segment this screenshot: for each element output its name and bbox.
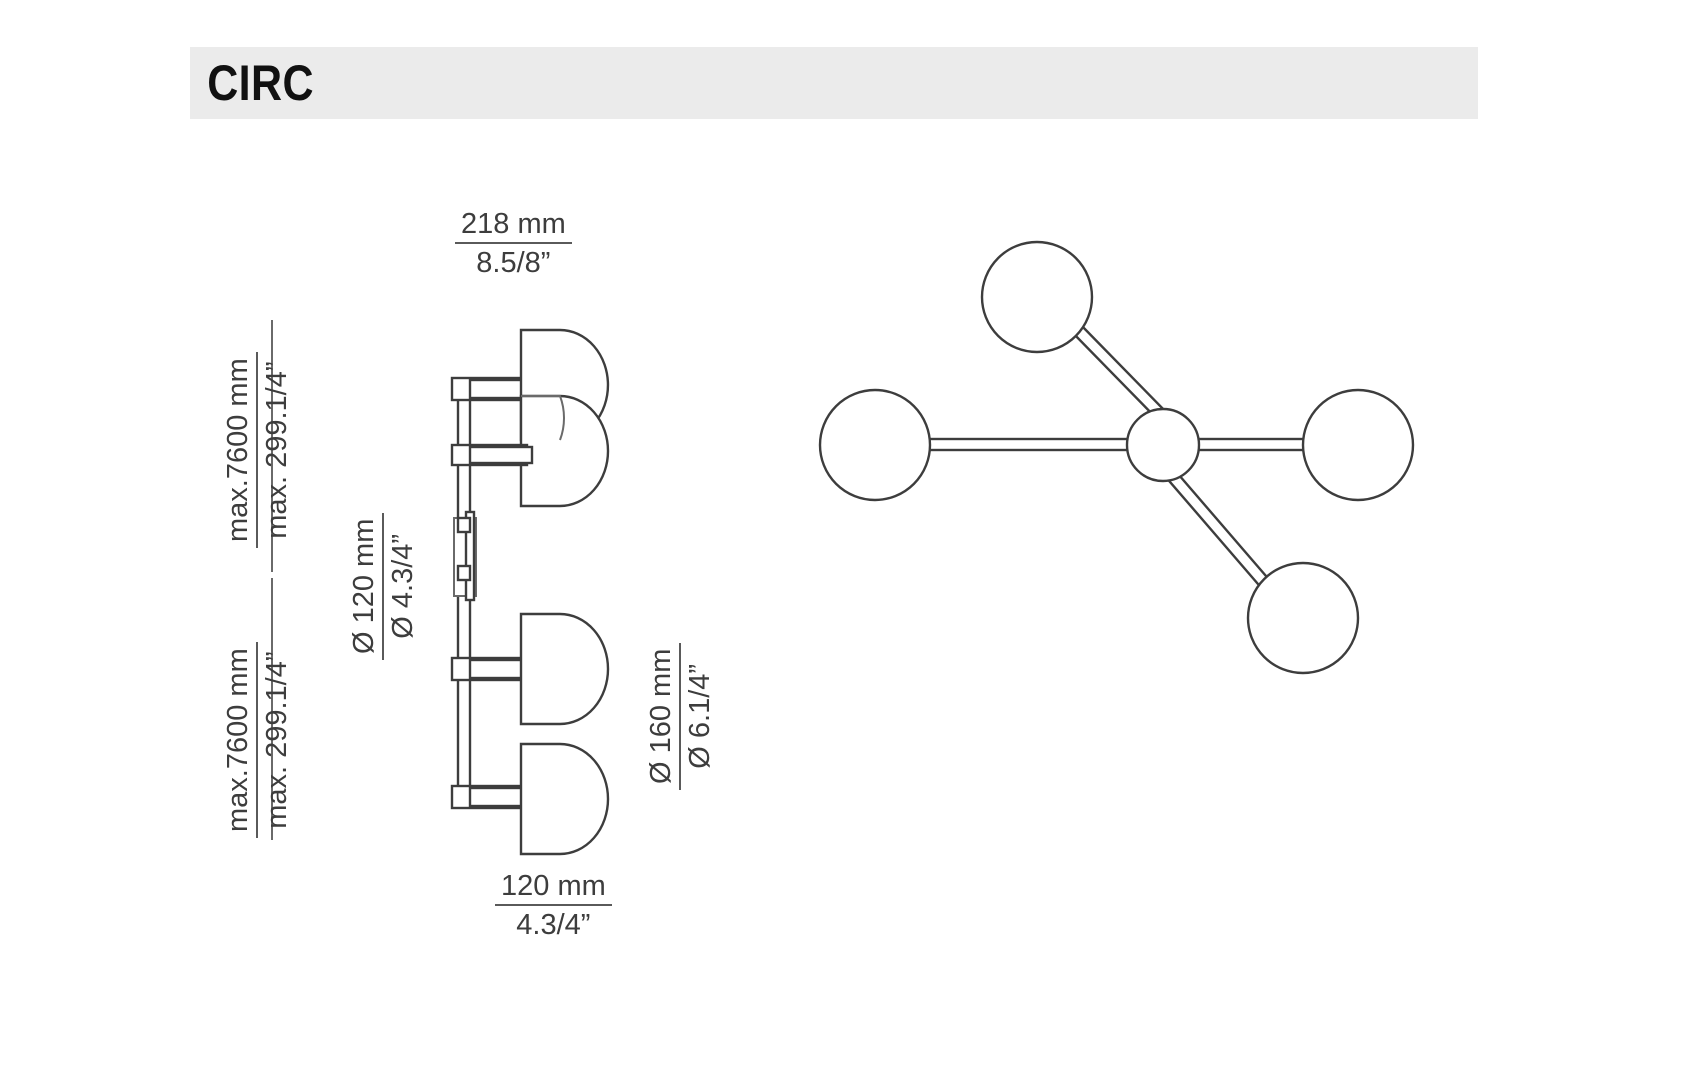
shade-third	[519, 612, 610, 726]
plan-view-group	[818, 240, 1415, 675]
dimension-metric: 120 mm	[495, 870, 612, 907]
dimension-metric: Ø 120 mm	[348, 512, 385, 660]
page-title: CIRC	[207, 55, 315, 111]
dimension-imperial: max. 299.1/4”	[261, 651, 294, 829]
dimension-metric: 218 mm	[455, 208, 572, 245]
shade-bottom	[519, 742, 610, 856]
arm-to-left-sphere	[919, 437, 1135, 452]
dimension-imperial: Ø 6.1/4”	[684, 663, 717, 769]
sphere-top	[980, 240, 1094, 354]
dimension-height-lower: max.7600 mm max. 299.1/4”	[222, 642, 294, 838]
dimension-width-top: 218 mm 8.5/8”	[455, 208, 572, 280]
arm-second	[450, 443, 534, 467]
dimension-imperial: 8.5/8”	[476, 247, 551, 280]
dimension-imperial: 4.3/4”	[516, 909, 591, 942]
dimension-diameter-160: Ø 160 mm Ø 6.1/4”	[645, 642, 717, 790]
dimension-metric: Ø 160 mm	[645, 642, 682, 790]
arm-third	[450, 656, 534, 682]
sphere-bottom	[1246, 561, 1360, 675]
hub-circle	[1125, 407, 1201, 483]
arm-to-right-sphere	[1190, 437, 1312, 452]
mounting-plate	[453, 510, 477, 602]
side-elevation-group	[450, 328, 610, 856]
dimension-imperial: max. 299.1/4”	[261, 361, 294, 539]
sphere-right	[1301, 388, 1415, 502]
title-banner: CIRC	[190, 47, 1478, 119]
arm-bottom	[450, 784, 534, 810]
arm-to-top-sphere	[1068, 320, 1170, 424]
dimension-diameter-120: Ø 120 mm Ø 4.3/4”	[348, 512, 420, 660]
shade-second	[519, 394, 610, 508]
dimension-metric: max.7600 mm	[222, 352, 259, 548]
dimension-depth-bottom: 120 mm 4.3/4”	[495, 870, 612, 942]
dimension-height-upper: max.7600 mm max. 299.1/4”	[222, 352, 294, 548]
dimension-metric: max.7600 mm	[222, 642, 259, 838]
sphere-left	[818, 388, 932, 502]
dimension-imperial: Ø 4.3/4”	[387, 533, 420, 639]
